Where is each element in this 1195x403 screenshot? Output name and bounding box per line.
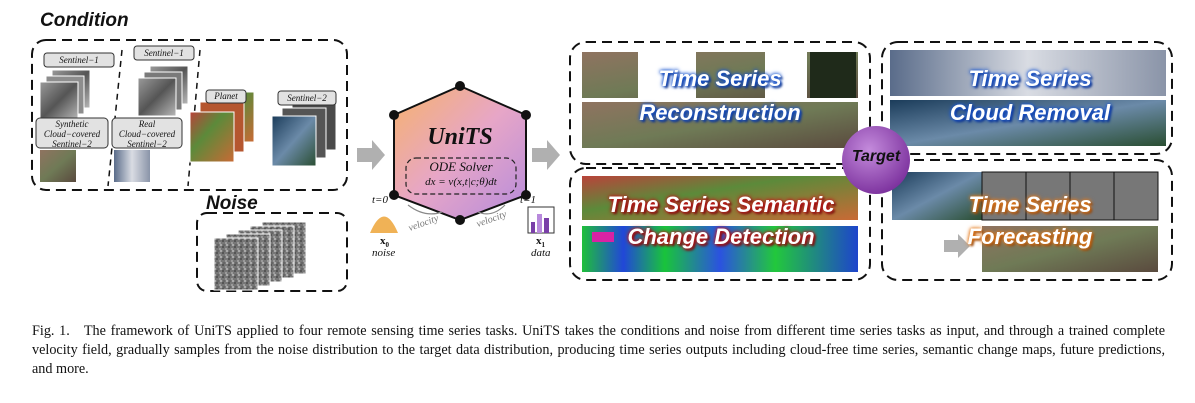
figure-graphics [31,39,1173,292]
data-distribution-icon [527,206,555,234]
x0-symbol: x0 [380,235,389,249]
units-title: UniTS [427,124,493,150]
condition-title: Condition [40,10,129,31]
sentinel1-label: Sentinel−1 [59,55,99,65]
reconstruction-box [569,41,871,165]
synthetic-label: Synthetic Cloud−covered Sentinel−2 [43,119,101,149]
planet-label: Planet [214,91,238,101]
cloudy-input-strip [890,50,1166,96]
units-hexagon [393,84,527,222]
arrow-right [357,140,385,170]
noise-box [196,212,348,292]
real-image [114,150,150,182]
arrow-right [532,140,560,170]
figure-caption: Fig. 1.The framework of UniTS applied to… [32,322,1165,379]
change-map-strip [582,226,858,272]
reconstruction-output-strip [582,102,858,148]
synthetic-image [40,150,76,182]
x1-subscript: 1 [541,241,546,250]
forecast-input-strip [892,172,982,220]
sentinel1-label: Sentinel−1 [144,48,184,58]
data-label: data [531,247,551,259]
x1-symbol: x1 [536,235,545,249]
noise-title: Noise [206,193,258,214]
forecasting-title-line1: Time Series [968,192,1092,217]
noise-distribution-icon [370,216,398,233]
velocity-arrow [477,204,506,215]
x1-letter: x [536,235,542,247]
caption-text: The framework of UniTS applied to four r… [32,323,1165,377]
x0-subscript: 0 [385,241,390,250]
target-label: Target [851,148,901,165]
noise-stack [213,221,307,291]
cloud-removal-title-line2: Cloud Removal [949,100,1111,125]
velocity-arrow [407,204,443,215]
ode-equation: dx = v(x,t|c;θ)dt [425,176,497,188]
sentinel1-stack-b [137,65,189,117]
cloud-removal-title-line1: Time Series [968,66,1092,91]
framework-figure: Condition Sentinel−1 Sentinel−1 Syntheti… [31,10,1173,292]
sentinel2-stack [271,99,337,167]
arrow-right [944,234,970,258]
semantic-box [569,167,871,281]
caption-lead: Fig. 1. [32,323,70,339]
real-label: Real Cloud−covered Sentinel−2 [118,119,176,149]
ode-solver-box [405,157,517,195]
t0-label: t=0 [372,194,388,206]
x0-letter: x [380,235,386,247]
reconstruction-title-line2: Reconstruction [639,100,801,125]
semantic-title-line1: Time Series Semantic [607,192,835,217]
t1-label: t=1 [520,194,536,206]
cloud-free-output-strip [890,100,1166,146]
semantic-input-strip [582,176,858,220]
semantic-title-line2: Change Detection [627,224,815,249]
sentinel2-label: Sentinel−2 [287,93,327,103]
forecasting-box [881,159,1173,281]
reconstruction-title-line1: Time Series [658,66,782,91]
target-circle [842,126,910,194]
sentinel1-stack-a [39,69,91,121]
condition-box [31,39,348,191]
cloud-removal-box [881,41,1173,155]
hexagon-vertices [389,81,531,225]
ode-solver-label: ODE Solver [429,159,493,174]
forecast-output-strip [982,226,1158,272]
forecasting-title-line2: Forecasting [967,224,1093,249]
noise-label: noise [372,247,396,259]
